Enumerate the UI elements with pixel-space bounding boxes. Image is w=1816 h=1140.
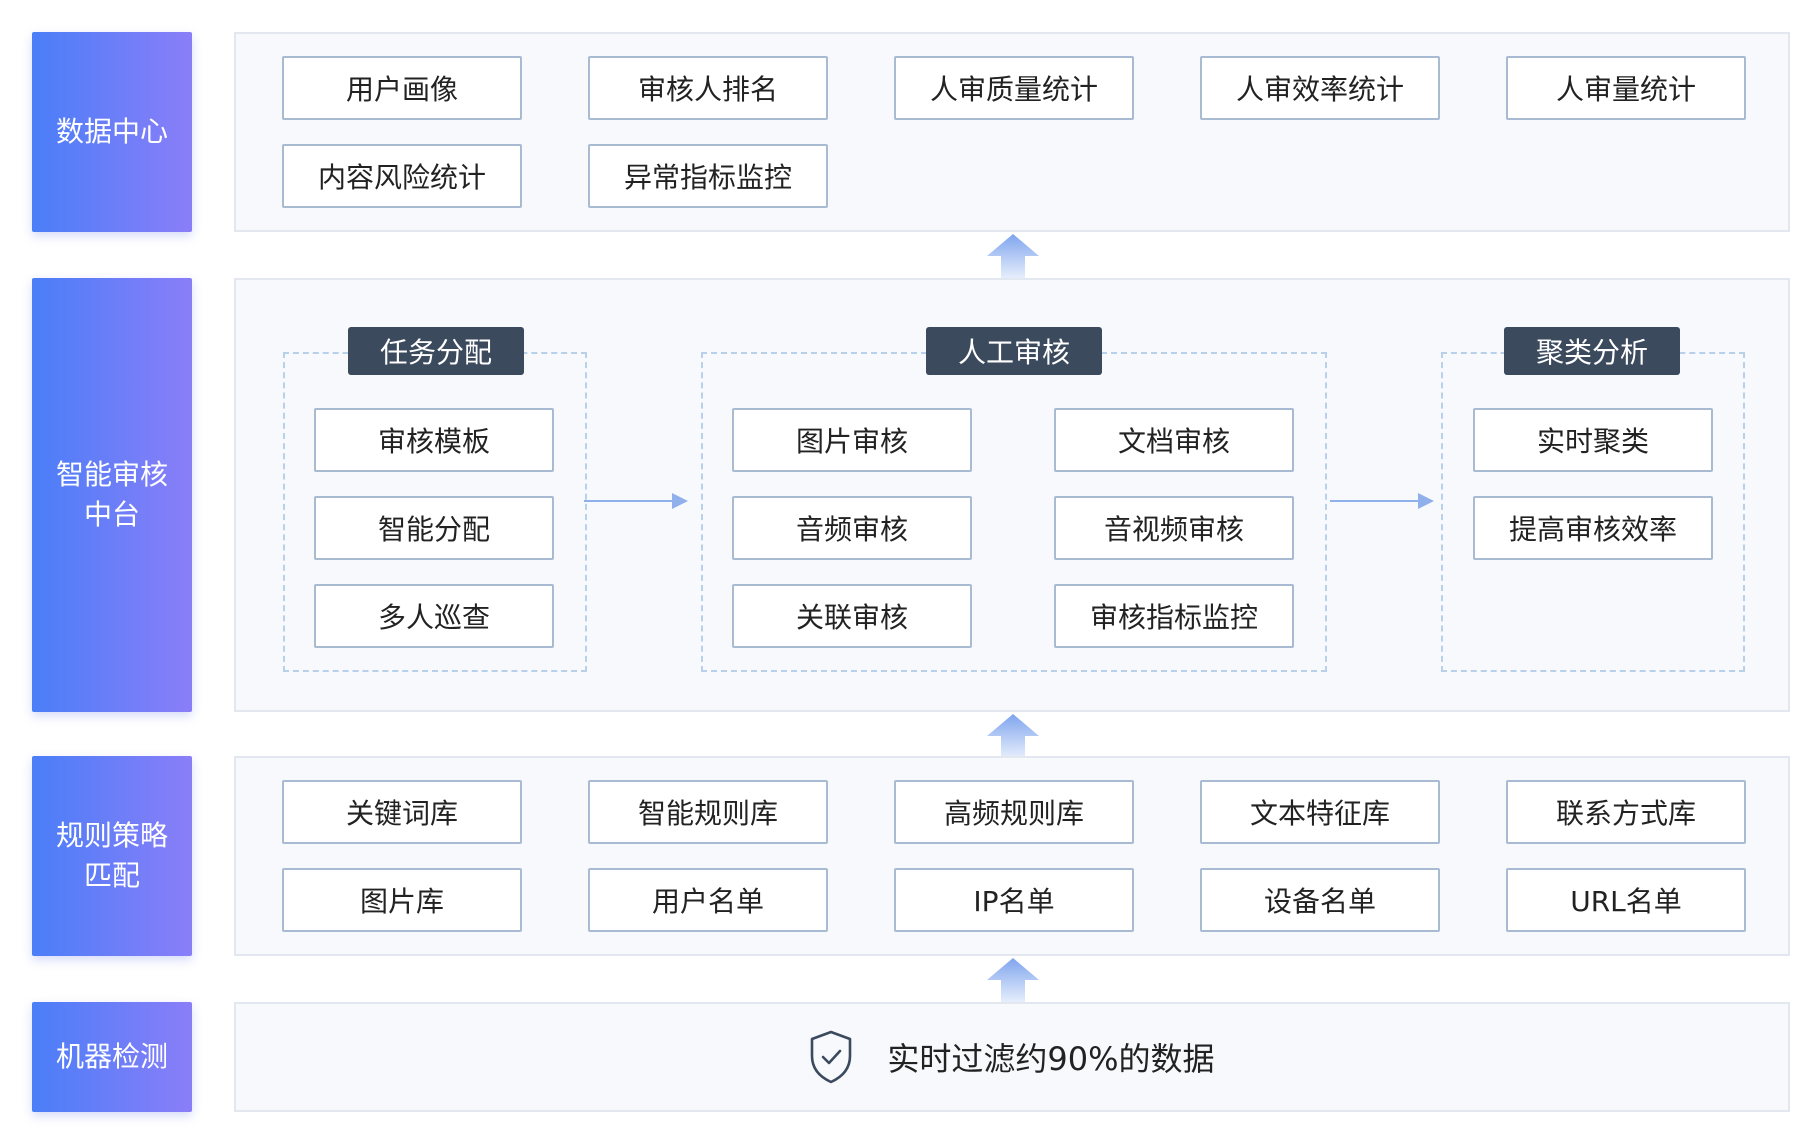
review-item: 关联审核 (732, 584, 972, 648)
rule-item: 设备名单 (1200, 868, 1440, 932)
group-title-cluster-analysis: 聚类分析 (1504, 327, 1680, 375)
rule-item: 联系方式库 (1506, 780, 1746, 844)
rule-matching-panel: 关键词库 智能规则库 高频规则库 文本特征库 联系方式库 图片库 用户名单 IP… (234, 756, 1790, 956)
review-item: 审核指标监控 (1054, 584, 1294, 648)
rule-item: 智能规则库 (588, 780, 828, 844)
review-item: 文档审核 (1054, 408, 1294, 472)
review-item: 图片审核 (732, 408, 972, 472)
task-item: 智能分配 (314, 496, 554, 560)
rule-item: 高频规则库 (894, 780, 1134, 844)
rule-item: 关键词库 (282, 780, 522, 844)
data-center-item: 人审量统计 (1506, 56, 1746, 120)
group-title-manual-review: 人工审核 (926, 327, 1102, 375)
task-item: 审核模板 (314, 408, 554, 472)
task-item: 多人巡查 (314, 584, 554, 648)
data-center-item: 人审效率统计 (1200, 56, 1440, 120)
up-arrow-icon (987, 234, 1039, 278)
data-center-item: 异常指标监控 (588, 144, 828, 208)
up-arrow-icon (987, 958, 1039, 1002)
row-label-machine-detection: 机器检测 (32, 1002, 192, 1112)
cluster-item: 提高审核效率 (1473, 496, 1713, 560)
cluster-item: 实时聚类 (1473, 408, 1713, 472)
up-arrow-icon (987, 714, 1039, 758)
row-label-data-center: 数据中心 (32, 32, 192, 232)
data-center-panel: 用户画像 审核人排名 人审质量统计 人审效率统计 人审量统计 内容风险统计 异常… (234, 32, 1790, 232)
machine-detection-panel: 实时过滤约90%的数据 (234, 1002, 1790, 1112)
filter-description: 实时过滤约90%的数据 (887, 1040, 1215, 1078)
group-title-task-assignment: 任务分配 (348, 327, 524, 375)
right-arrow-icon (584, 493, 688, 509)
audit-platform-panel: 任务分配 审核模板 智能分配 多人巡查 人工审核 图片审核 文档审核 音频审核 … (234, 278, 1790, 712)
data-center-item: 审核人排名 (588, 56, 828, 120)
row-label-rule-matching: 规则策略 匹配 (32, 756, 192, 956)
rule-item: IP名单 (894, 868, 1134, 932)
right-arrow-icon (1330, 493, 1434, 509)
review-item: 音视频审核 (1054, 496, 1294, 560)
shield-check-icon (811, 1030, 852, 1084)
rule-item: URL名单 (1506, 868, 1746, 932)
data-center-item: 用户画像 (282, 56, 522, 120)
rule-item: 文本特征库 (1200, 780, 1440, 844)
rule-item: 用户名单 (588, 868, 828, 932)
row-label-audit-platform: 智能审核 中台 (32, 278, 192, 712)
review-item: 音频审核 (732, 496, 972, 560)
rule-item: 图片库 (282, 868, 522, 932)
data-center-item: 人审质量统计 (894, 56, 1134, 120)
data-center-item: 内容风险统计 (282, 144, 522, 208)
